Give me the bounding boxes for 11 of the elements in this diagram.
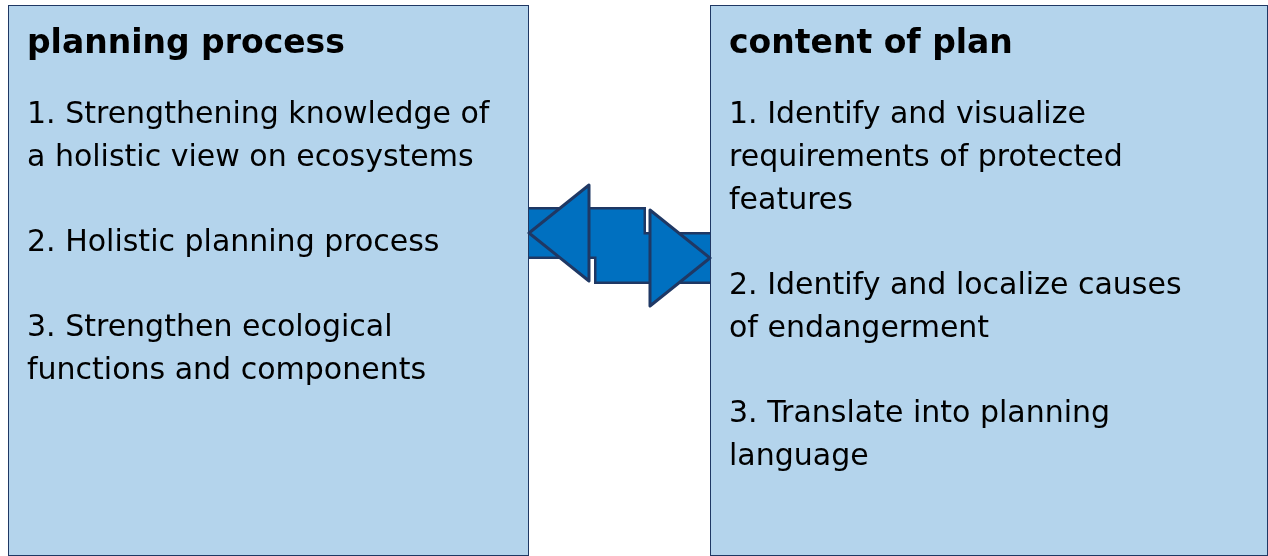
list-item: 2. Holistic planning process bbox=[27, 222, 441, 260]
text-panel bbox=[8, 5, 529, 556]
text-panel bbox=[710, 5, 1268, 556]
list-item: 2. Identify and localize causes of endangerment bbox=[729, 265, 1183, 346]
list-item: 1. Strengthening knowledge of a holistic view on ecosystems bbox=[27, 94, 491, 175]
panel-heading: content of plan bbox=[729, 21, 1014, 63]
list-item: 3. Strengthen ecological functions and components bbox=[27, 307, 428, 388]
list-item: 1. Identify and visualize requirements of protected features bbox=[729, 94, 1124, 218]
list-item: 3. Translate into planning language bbox=[729, 393, 1112, 474]
double-arrow bbox=[527, 183, 712, 308]
panel-heading: planning process bbox=[27, 21, 346, 63]
